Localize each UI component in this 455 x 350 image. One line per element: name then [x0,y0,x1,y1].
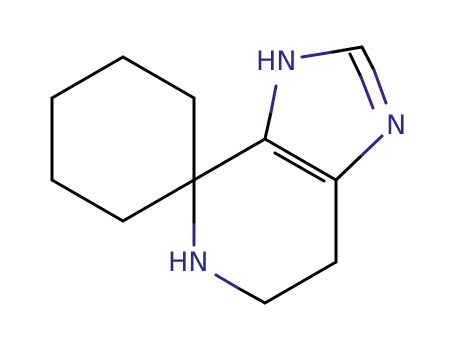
bond-n3-c3a-black [334,155,362,182]
imidazole-ring [263,45,388,182]
bond-ch-3 [121,178,196,223]
bond-c7a-c3a-double [273,151,326,183]
atom-label-n1h: HN [256,46,297,77]
bond-c2-n3-black [360,45,376,72]
bond-c5-n-blue [214,273,240,290]
atom-label-n3: N [386,110,406,141]
bond-spiro-c7a [192,137,267,182]
bond-c2-n3-double-blue [359,75,375,110]
bond-n1-c2-black [331,45,364,54]
bond-n1-c2-blue [300,50,335,59]
bond-ch-1 [121,55,196,100]
bond-c2-n3-blue [372,68,388,105]
bond-c2-n3-double-black [348,52,363,79]
bond-c7a-n1-black [263,110,273,141]
atom-label-nh-amine: HN [168,247,209,278]
bond-c4-c5 [263,260,338,305]
cyclohexane-ring [50,55,196,223]
bond-c5-n-black [236,286,267,305]
piperidine-ring [192,137,338,305]
bond-c7a-n1-blue [269,84,278,114]
bond-c7a-c3a [263,137,338,182]
bond-n3-c3a-blue [358,134,384,159]
bond-ch-6 [50,55,125,100]
bond-ch-4 [50,178,125,223]
